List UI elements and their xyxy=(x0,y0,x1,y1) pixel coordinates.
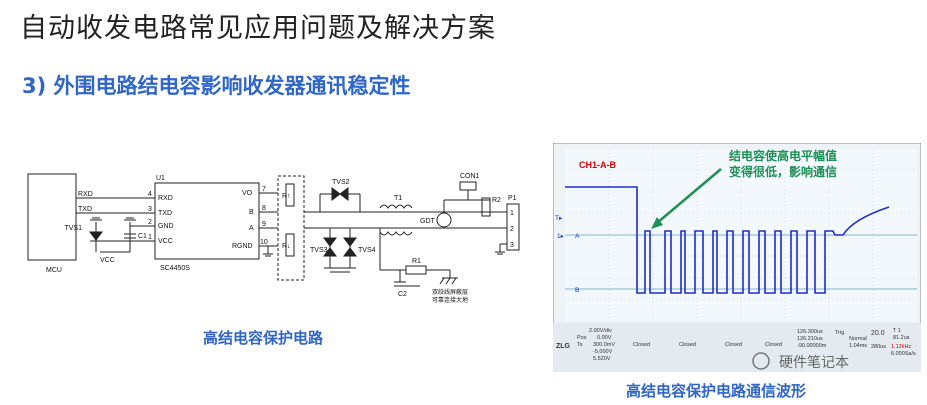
con1-label: CON1 xyxy=(460,173,480,180)
scope-readout: 5.520V xyxy=(593,356,611,362)
wechat-icon xyxy=(752,352,770,370)
scope-readout: Ts xyxy=(577,342,583,348)
channel-status: Closed xyxy=(679,342,696,348)
scope-readout: -5.000V xyxy=(593,349,613,355)
c2-label: C2 xyxy=(398,291,407,298)
scope-readout: Pos xyxy=(577,335,587,341)
pin-number: 8 xyxy=(262,205,266,212)
scope-readout: 81.2us xyxy=(893,335,910,341)
scope-readout: 300.0mV xyxy=(593,342,615,348)
scope-readout: T 1 xyxy=(893,328,901,334)
r2-label: R2 xyxy=(492,197,501,204)
gdt-label: GDT xyxy=(420,218,436,225)
schematic-caption: 高结电容保护电路 xyxy=(203,329,324,347)
scope-readout: 1.12kHz xyxy=(891,344,911,350)
shield-note-2: 可靠连接大地 xyxy=(432,296,468,304)
p1-connector xyxy=(506,203,520,251)
chip-pin-rgnd: RGND xyxy=(232,243,253,250)
tvs4-label: TVS4 xyxy=(358,247,376,254)
p1-pin-number: 1 xyxy=(510,210,514,217)
scope-readout: 126.210us xyxy=(797,336,823,342)
r1-label: R1 xyxy=(412,258,421,265)
con1-connector xyxy=(459,181,477,191)
pin-number: 7 xyxy=(262,186,266,193)
scope-readout: 0.00V xyxy=(597,335,612,341)
tvs3-label: TVS3 xyxy=(310,247,328,254)
scope-readout: -90.00000m xyxy=(797,343,827,349)
brand-logo: ZLG xyxy=(556,343,571,350)
r-down-label: R↓ xyxy=(282,243,291,250)
tvs1-diode xyxy=(89,231,103,241)
channel-label: CH1-A-B xyxy=(579,160,616,170)
p1-pin-number: 2 xyxy=(510,226,514,233)
scope-readout: 280us xyxy=(871,344,886,350)
slide-subtitle: 3) 外围电路结电容影响收发器通讯稳定性 xyxy=(22,74,411,98)
slide-title: 自动收发电路常见应用问题及解决方案 xyxy=(20,13,496,44)
ch1-waveform xyxy=(565,186,890,294)
mcu-block xyxy=(27,173,77,261)
chip-pin-vcc: VCC xyxy=(158,238,173,245)
chip-pin-rxd: RXD xyxy=(158,195,173,202)
scope-readout: 6.000Sa/s xyxy=(891,351,916,357)
tvs3-diode xyxy=(323,237,337,247)
tvs1-label: TVS1 xyxy=(64,225,82,232)
scope-readout: 20.0 xyxy=(871,330,885,337)
chip-u1 xyxy=(154,182,260,260)
p1-pin-number: 3 xyxy=(510,242,514,249)
chip-name: SC4450S xyxy=(160,265,190,272)
trigger-marker: T▸ xyxy=(555,215,563,222)
watermark: 硬件笔记本 xyxy=(779,354,849,370)
tvs2-diode xyxy=(331,187,341,201)
cursor-a-label: A xyxy=(575,233,580,240)
mcu-pin-txd: TXD xyxy=(78,206,92,213)
rs485-protection-schematic: MCU RXD TXD U1 SC4450S RXD TXD GND VCC 4… xyxy=(27,173,520,304)
chip-pin-a: A xyxy=(249,225,254,232)
mcu-label: MCU xyxy=(46,267,62,274)
c1-label: C1 xyxy=(138,233,147,240)
chip-pin-b: B xyxy=(249,209,254,216)
cursor-b-label: B xyxy=(575,287,579,294)
r1-resistor xyxy=(405,265,427,275)
pin-number: 2 xyxy=(148,219,152,226)
chip-ref: U1 xyxy=(156,175,165,182)
r2-resistor xyxy=(481,197,491,217)
chip-pin-gnd: GND xyxy=(158,223,174,230)
p1-label: P1 xyxy=(508,195,517,202)
bias-resistor-group xyxy=(277,175,305,281)
chip-pin-vo: VO xyxy=(242,190,253,197)
scope-readout: Normal xyxy=(849,336,867,342)
scope-readout: Trig xyxy=(835,330,844,336)
scope-readout: 2.00V/div xyxy=(589,328,612,334)
chip-pin-txd: TXD xyxy=(158,210,172,217)
annotation-line-1: 结电容使高电平幅值 xyxy=(729,148,837,163)
shield-note-1: 双绞线屏蔽层 xyxy=(432,288,468,296)
waveform-caption: 高结电容保护电路通信波形 xyxy=(626,382,807,400)
ch1-marker: 1▸ xyxy=(557,233,565,240)
pin-number: 4 xyxy=(148,191,152,198)
pin-number: 1 xyxy=(148,234,152,241)
pin-number: 10 xyxy=(260,239,268,246)
oscilloscope-capture: T▸ 1▸ A B CH1-A-B 结电容使高电平幅值 变得很低，影响通信 ZL… xyxy=(553,143,921,372)
r-up-label: R↑ xyxy=(282,193,291,200)
scope-readout: 1.04ms xyxy=(849,343,867,349)
tvs2-label: TVS2 xyxy=(332,179,350,186)
tvs4-diode xyxy=(343,237,357,247)
vcc-label: VCC xyxy=(100,257,115,264)
annotation-arrow xyxy=(656,168,722,224)
scope-readout: 126.300us xyxy=(797,329,823,335)
t1-label: T1 xyxy=(394,195,402,202)
pin-number: 9 xyxy=(262,221,266,228)
channel-status: Closed xyxy=(765,342,782,348)
mcu-pin-rxd: RXD xyxy=(78,191,93,198)
channel-status: Closed xyxy=(633,342,650,348)
channel-status: Closed xyxy=(725,342,742,348)
annotation-line-2: 变得很低，影响通信 xyxy=(729,164,837,179)
t1-common-mode-choke xyxy=(379,204,413,209)
gdt-gas-discharge-tube xyxy=(436,212,452,228)
pin-number: 3 xyxy=(148,206,152,213)
